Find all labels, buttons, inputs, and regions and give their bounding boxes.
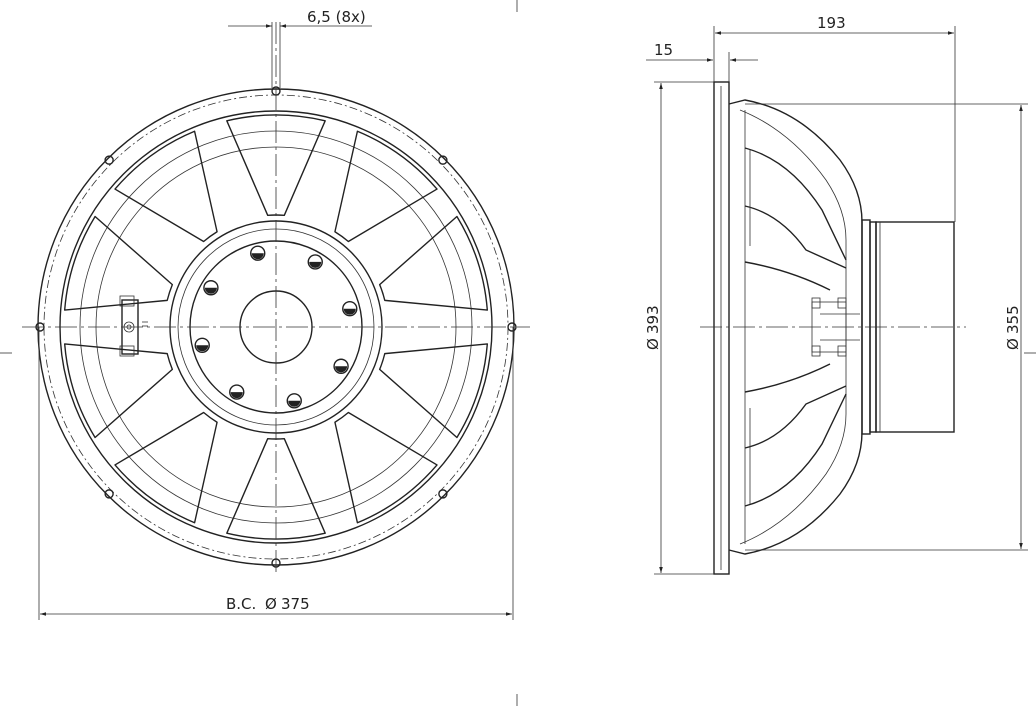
motor-screw [203, 280, 219, 296]
basket-window [334, 130, 438, 243]
outer-diameter-value: 393 [644, 305, 662, 334]
bolt-circle-label: B.C. [226, 595, 256, 613]
motor-screws [194, 245, 358, 409]
depth-label: 193 [817, 14, 846, 32]
outer-diameter-dimension: Ø 393 [644, 81, 714, 575]
motor-screw-fill [288, 400, 301, 407]
basket-window [378, 343, 489, 439]
front-view: 6,5 (8x) B.C. Ø 375 [22, 8, 530, 620]
motor-screw-fill [230, 392, 243, 399]
cutout-diameter-dimension: Ø 355 [745, 103, 1028, 551]
mounting-hole [438, 155, 448, 165]
basket-window [334, 411, 438, 524]
mounting-hole [104, 155, 114, 165]
flange-thickness-dimension: 15 [646, 41, 758, 82]
motor-screw-fill [309, 261, 322, 268]
flange-thickness-label: 15 [654, 41, 673, 59]
hole-dimension-label: 6,5 (8x) [307, 8, 366, 26]
outer-diameter-symbol: Ø [644, 338, 662, 350]
motor-screw-fill [196, 345, 209, 352]
motor-screw-fill [251, 253, 264, 260]
motor-screw [286, 393, 302, 409]
basket-window [114, 130, 218, 243]
basket-window [63, 343, 174, 439]
mounting-hole [438, 489, 448, 499]
basket-window [63, 215, 174, 311]
bolt-circle-value: 375 [281, 595, 310, 613]
side-view: 193 15 Ø 393 Ø 355 [644, 14, 1028, 575]
mounting-hole [104, 489, 114, 499]
basket-window [114, 411, 218, 524]
flange [713, 81, 730, 575]
bolt-circle-diameter-symbol: Ø [265, 595, 277, 613]
mounting-hole [507, 322, 517, 332]
cutout-diameter-symbol: Ø [1004, 338, 1022, 350]
basket-window [378, 215, 489, 311]
motor-screw-fill [343, 308, 356, 315]
basket-window [226, 437, 326, 540]
motor-screw [229, 384, 245, 400]
motor-screw [342, 301, 358, 317]
motor-screw [333, 358, 349, 374]
cutout-diameter-value: 355 [1004, 305, 1022, 334]
motor-screw-fill [335, 366, 348, 373]
motor-screw-fill [204, 287, 217, 294]
depth-dimension: 193 [713, 14, 956, 222]
motor-screw [307, 254, 323, 270]
hole-dimension: 6,5 (8x) [228, 8, 372, 88]
motor-screw [250, 245, 266, 261]
basket-windows [63, 114, 489, 540]
basket-window [226, 114, 326, 217]
bolt-circle-dimension: B.C. Ø 375 [38, 327, 514, 620]
motor-screw [194, 337, 210, 353]
